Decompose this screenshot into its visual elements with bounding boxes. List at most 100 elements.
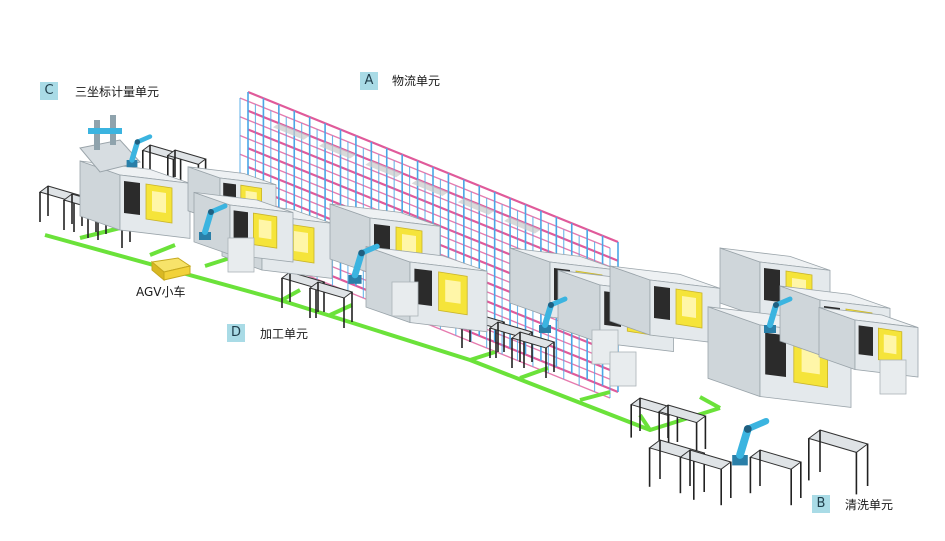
rack-shelf [324, 122, 341, 131]
work-table [679, 449, 732, 506]
cabinet [609, 351, 637, 387]
robot-joint [773, 302, 779, 308]
robot-link [202, 209, 214, 235]
cnc-machine [609, 265, 721, 344]
unit-b-label: 清洗单元 [845, 498, 894, 512]
rack-shelf [540, 209, 557, 219]
rack-pallet [411, 179, 449, 196]
cnc-machine [79, 160, 191, 239]
rack-pallet [365, 160, 403, 178]
robot-base [348, 275, 362, 284]
work-table [658, 404, 707, 456]
rack-shelf [370, 140, 388, 150]
work-table [280, 271, 326, 318]
machine-window [258, 219, 272, 240]
agv-path-spur [149, 243, 176, 257]
robot-link [129, 139, 141, 163]
rack-shelf [309, 115, 326, 125]
agv-path-spur [519, 366, 549, 380]
table-top [807, 429, 869, 453]
robot-base [764, 325, 776, 333]
robot-joint [134, 139, 141, 145]
robot-link [767, 302, 779, 328]
rack-shelf [448, 172, 465, 181]
cabinet [879, 359, 907, 395]
agv-front [163, 265, 191, 281]
rack-shelf [555, 215, 573, 225]
robot-link [351, 249, 365, 279]
unit-d-badge: D [227, 324, 245, 342]
unit-d-label: 加工单元 [260, 327, 309, 341]
work-table [38, 185, 84, 232]
unit-c-badge: C [40, 82, 58, 100]
unit-a-label: 物流单元 [392, 74, 441, 88]
robot-arm [199, 203, 228, 240]
robot-link [736, 425, 752, 459]
rack-shelf [478, 184, 496, 194]
table-top [749, 449, 802, 470]
cmm-machine [79, 115, 141, 173]
robot-arm [348, 243, 380, 284]
robot-base [126, 160, 138, 168]
robot-link [542, 302, 554, 328]
work-table [807, 429, 869, 495]
work-table [749, 449, 802, 506]
machine-window [152, 191, 166, 213]
rack-shelf [417, 159, 434, 169]
robot-joint [548, 302, 554, 308]
rack-shelf [263, 97, 280, 106]
rack-pallet [272, 123, 310, 140]
rack-shelf [494, 190, 511, 200]
rack-pallet [457, 198, 495, 215]
rack-shelf-back [455, 334, 472, 343]
rack-shelf-back [578, 384, 595, 393]
robot-arm [539, 296, 568, 333]
machine-window [294, 231, 308, 253]
machine-panel [124, 181, 140, 215]
agv-path-spur [204, 256, 231, 268]
robot-arms [126, 134, 793, 466]
robot-base [732, 455, 748, 466]
cabinet [227, 237, 255, 273]
machine-window [445, 279, 461, 304]
rack-shelf-back [470, 341, 487, 349]
rack-shelf [463, 178, 480, 187]
machine-panel [765, 332, 786, 377]
rack-shelf-back [563, 378, 580, 387]
rack-shelf [401, 153, 418, 162]
cmm-bridge [88, 128, 122, 134]
agv-path-spur [638, 413, 652, 432]
robot-joint [743, 425, 752, 433]
rack-shelf [355, 134, 372, 144]
agv-path-spur [281, 288, 301, 302]
rack-shelf-back [501, 353, 518, 362]
rack-pallet [319, 142, 356, 159]
machine-panel [858, 325, 873, 356]
machine-panel [414, 268, 432, 306]
robot-base [539, 325, 551, 333]
unit-c-label: 三坐标计量单元 [75, 85, 160, 99]
rack-pallet [504, 217, 541, 234]
machine-window [402, 234, 416, 256]
agv-path-spur [79, 226, 121, 240]
robot-base [199, 232, 211, 240]
rack-shelf [386, 147, 403, 156]
agv-path-spur [579, 390, 611, 402]
rack-shelf [247, 90, 264, 100]
cnc-machine [365, 246, 488, 333]
machine-panel [233, 210, 248, 241]
table-top [679, 449, 732, 470]
agv-path [44, 226, 721, 433]
rack-shelf [293, 109, 311, 119]
rack-shelf [340, 128, 357, 137]
rack-shelf [278, 103, 295, 112]
machine-panel [654, 286, 670, 320]
robot-arm [764, 296, 793, 333]
rack-shelf [571, 222, 588, 231]
work-table [510, 331, 556, 378]
agv-path-spur [699, 395, 721, 410]
robot-arm [126, 134, 153, 168]
cmm-column [94, 120, 100, 150]
